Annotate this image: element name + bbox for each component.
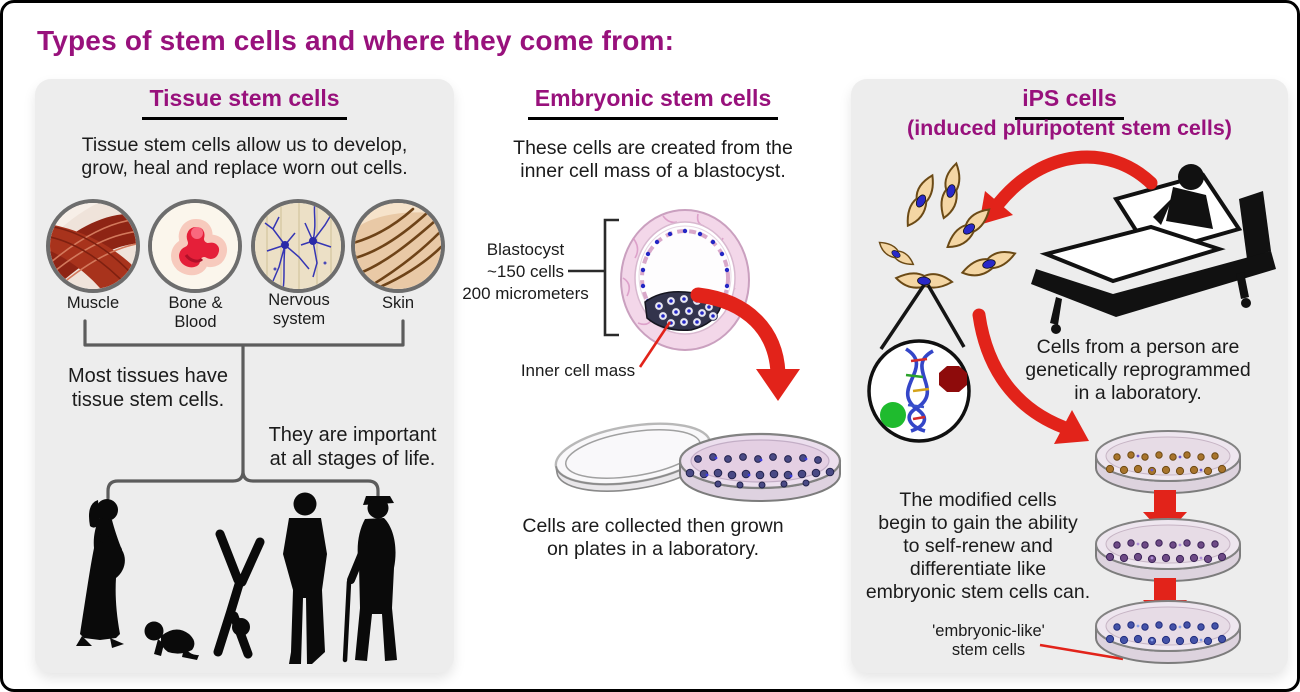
red-down-arrow-1 [1143, 490, 1187, 536]
reprogrammed-cells [1105, 451, 1227, 476]
tissue-label-skin: Skin [381, 294, 415, 312]
embryonic-like-cells [1105, 621, 1227, 646]
blastocyst-illustration [620, 209, 750, 351]
nervous-system-illustration [255, 203, 341, 289]
patient-in-bed-silhouette [1031, 164, 1276, 334]
ips-panel-heading: iPS cells [851, 85, 1288, 120]
bone-blood-illustration [152, 203, 238, 289]
tissue-label-nervous-system: Nervous system [268, 291, 330, 329]
tissue-panel-heading: Tissue stem cells [35, 85, 454, 120]
adult-man-silhouette [283, 492, 327, 664]
tissue-tree-connectors [83, 319, 405, 500]
bone-blood-icon [148, 199, 242, 293]
cartwheel-child-silhouette [213, 529, 265, 659]
ips-reprogram-note: Cells from a person are genetically repr… [1025, 336, 1251, 404]
pregnant-woman-silhouette [76, 499, 125, 648]
skin-tissue-icon [351, 199, 445, 293]
muscle-tissue-illustration [50, 203, 136, 289]
elderly-man-silhouette [342, 496, 397, 663]
skin-cells-illustration [878, 161, 1017, 289]
baby-silhouette [144, 621, 199, 660]
life-stages-silhouettes [76, 492, 397, 664]
ips-illustrations [867, 150, 1276, 661]
embryonic-caption: Cells are collected then grown on plates… [522, 515, 784, 560]
petri-dish-lid [554, 422, 713, 492]
skin-tissue-illustration [355, 203, 441, 289]
blastocyst-size-bracket [603, 218, 619, 337]
embryonic-like-label: 'embryonic-like' stem cells [932, 622, 1045, 660]
tissue-label-muscle: Muscle [66, 294, 120, 312]
red-curved-arrow-to-dish [690, 287, 800, 401]
cultured-cells [685, 453, 835, 489]
self-renewing-cells [1105, 539, 1227, 564]
embryonic-panel-heading: Embryonic stem cells [458, 85, 848, 120]
petri-dish-2 [1095, 518, 1241, 582]
page-title: Types of stem cells and where they come … [37, 25, 675, 56]
inner-cell-mass-pointer-line [638, 321, 672, 368]
green-signal-dot [880, 402, 906, 428]
embryonic-panel-intro: These cells are created from the inner c… [513, 137, 793, 182]
ips-modified-note: The modified cells begin to gain the abi… [865, 489, 1091, 603]
tissue-panel-intro: Tissue stem cells allow us to develop, g… [81, 134, 408, 179]
ips-panel-subheading: (induced pluripotent stem cells) [907, 116, 1232, 140]
petri-dish-base [678, 432, 842, 502]
red-arrow-cells-to-dish [972, 308, 1089, 444]
blastocyst-label: Blastocyst ~150 cells 200 micrometers [462, 240, 589, 304]
tissue-label-bone-blood: Bone & Blood [168, 294, 223, 332]
red-stop-octagon [939, 366, 967, 392]
dna-magnifier-icon [867, 284, 971, 443]
note-most-tissues: Most tissues have tissue stem cells. [67, 365, 229, 411]
petri-dish-1 [1095, 430, 1241, 494]
embryonic-like-pointer-line [1039, 643, 1124, 661]
petri-dish-3 [1095, 600, 1241, 664]
note-life-stages: They are important at all stages of life… [268, 424, 437, 470]
petri-dish-open-illustration [554, 422, 842, 502]
nervous-system-icon [251, 199, 345, 293]
muscle-tissue-icon [46, 199, 140, 293]
inner-cell-mass-label: Inner cell mass [520, 361, 636, 380]
embryonic-annotations [568, 218, 800, 401]
